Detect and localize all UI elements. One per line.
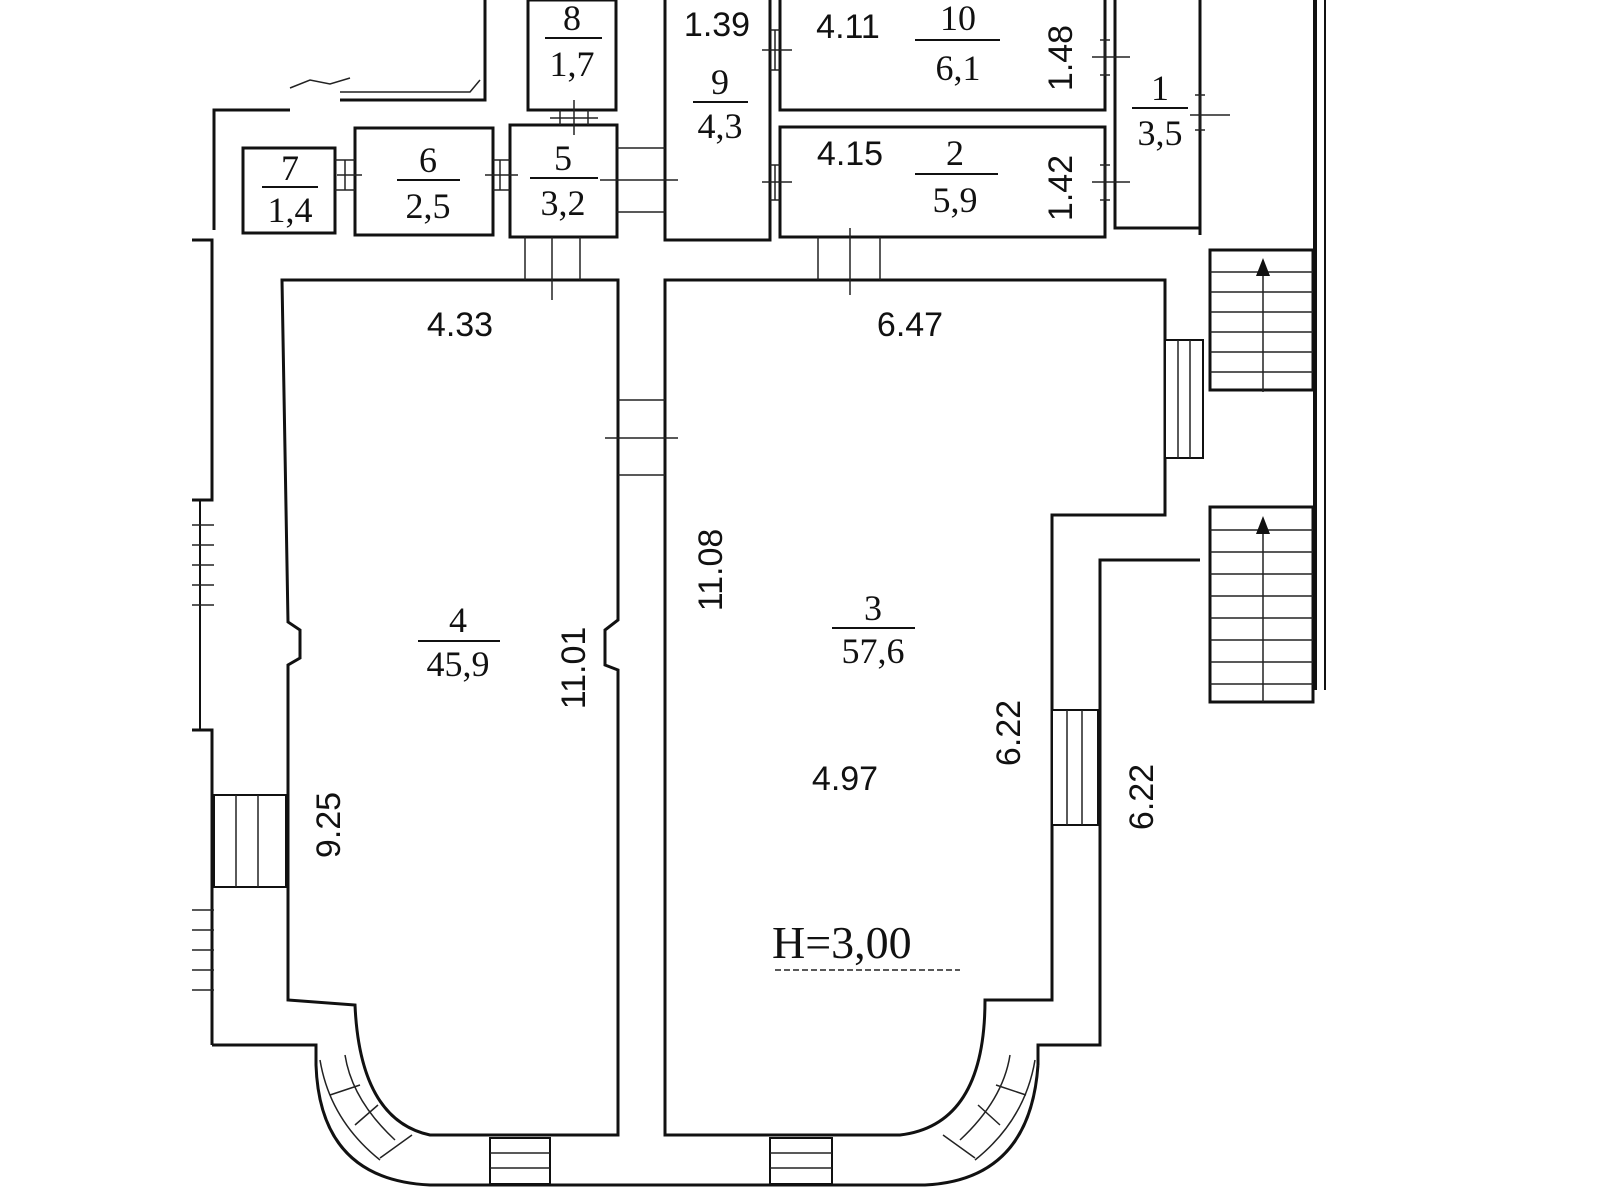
room-9-number: 9: [711, 62, 729, 102]
room-6-area: 2,5: [406, 186, 451, 226]
room-4-number: 4: [449, 600, 467, 640]
room-2-area: 5,9: [933, 180, 978, 220]
room-1: 1 3,5: [1113, 0, 1200, 230]
room-5: 5 3,2: [508, 123, 619, 239]
room-8-area: 1,7: [550, 44, 595, 84]
room-3: 3 57,6: [663, 278, 1167, 1137]
dimension-label: 11.08: [692, 529, 730, 612]
dimension-label: 4.11: [816, 8, 880, 46]
dimension-label: 1.39: [684, 6, 750, 44]
room-7-number: 7: [281, 148, 299, 188]
staircase-upper: [1208, 248, 1315, 392]
room-6: 6 2,5: [353, 126, 495, 237]
room-4: 4 45,9: [280, 278, 620, 1137]
dimension-label: 6.22: [990, 700, 1028, 766]
ceiling-height-label: H=3,00: [772, 917, 912, 968]
room-10-area: 6,1: [936, 48, 981, 88]
dimension-label: 9.25: [310, 792, 348, 858]
windows: [213, 339, 1204, 1185]
room-8: 8 1,7: [526, 0, 618, 112]
stair-arrow-up-icon: [1256, 258, 1270, 276]
dimension-labels: 1.39 4.11 1.48 4.15 1.42 4.33 6.47 11.08…: [310, 6, 1161, 858]
room-7-area: 1,4: [268, 190, 313, 230]
room-3-area: 57,6: [842, 631, 905, 671]
dimension-label: 6.47: [877, 306, 943, 344]
room-9: 9 4,3: [663, 0, 772, 242]
room-5-number: 5: [554, 138, 572, 178]
dimension-label: 4.15: [817, 135, 883, 173]
dimension-label: 11.01: [555, 627, 593, 710]
exterior-walls: [192, 0, 1326, 1187]
room-8-number: 8: [563, 0, 581, 38]
room-1-area: 3,5: [1138, 113, 1183, 153]
dimension-label: 1.42: [1042, 155, 1080, 221]
room-1-number: 1: [1151, 68, 1169, 108]
room-3-number: 3: [864, 588, 882, 628]
room-5-area: 3,2: [541, 183, 586, 223]
room-7: 7 1,4: [241, 146, 337, 235]
dimension-label: 1.48: [1042, 25, 1080, 91]
dimension-label: 4.97: [812, 760, 878, 798]
room-9-area: 4,3: [698, 106, 743, 146]
stair-arrow-up-icon: [1256, 516, 1270, 534]
room-10-number: 10: [940, 0, 976, 38]
room-4-area: 45,9: [427, 644, 490, 684]
door-openings: [335, 29, 1230, 476]
room-6-number: 6: [419, 140, 437, 180]
ceiling-height: H=3,00: [772, 917, 960, 971]
staircase-lower: [1208, 505, 1315, 704]
dimension-label: 4.33: [427, 306, 493, 344]
room-2-number: 2: [946, 133, 964, 173]
dimension-label: 6.22: [1123, 764, 1161, 830]
